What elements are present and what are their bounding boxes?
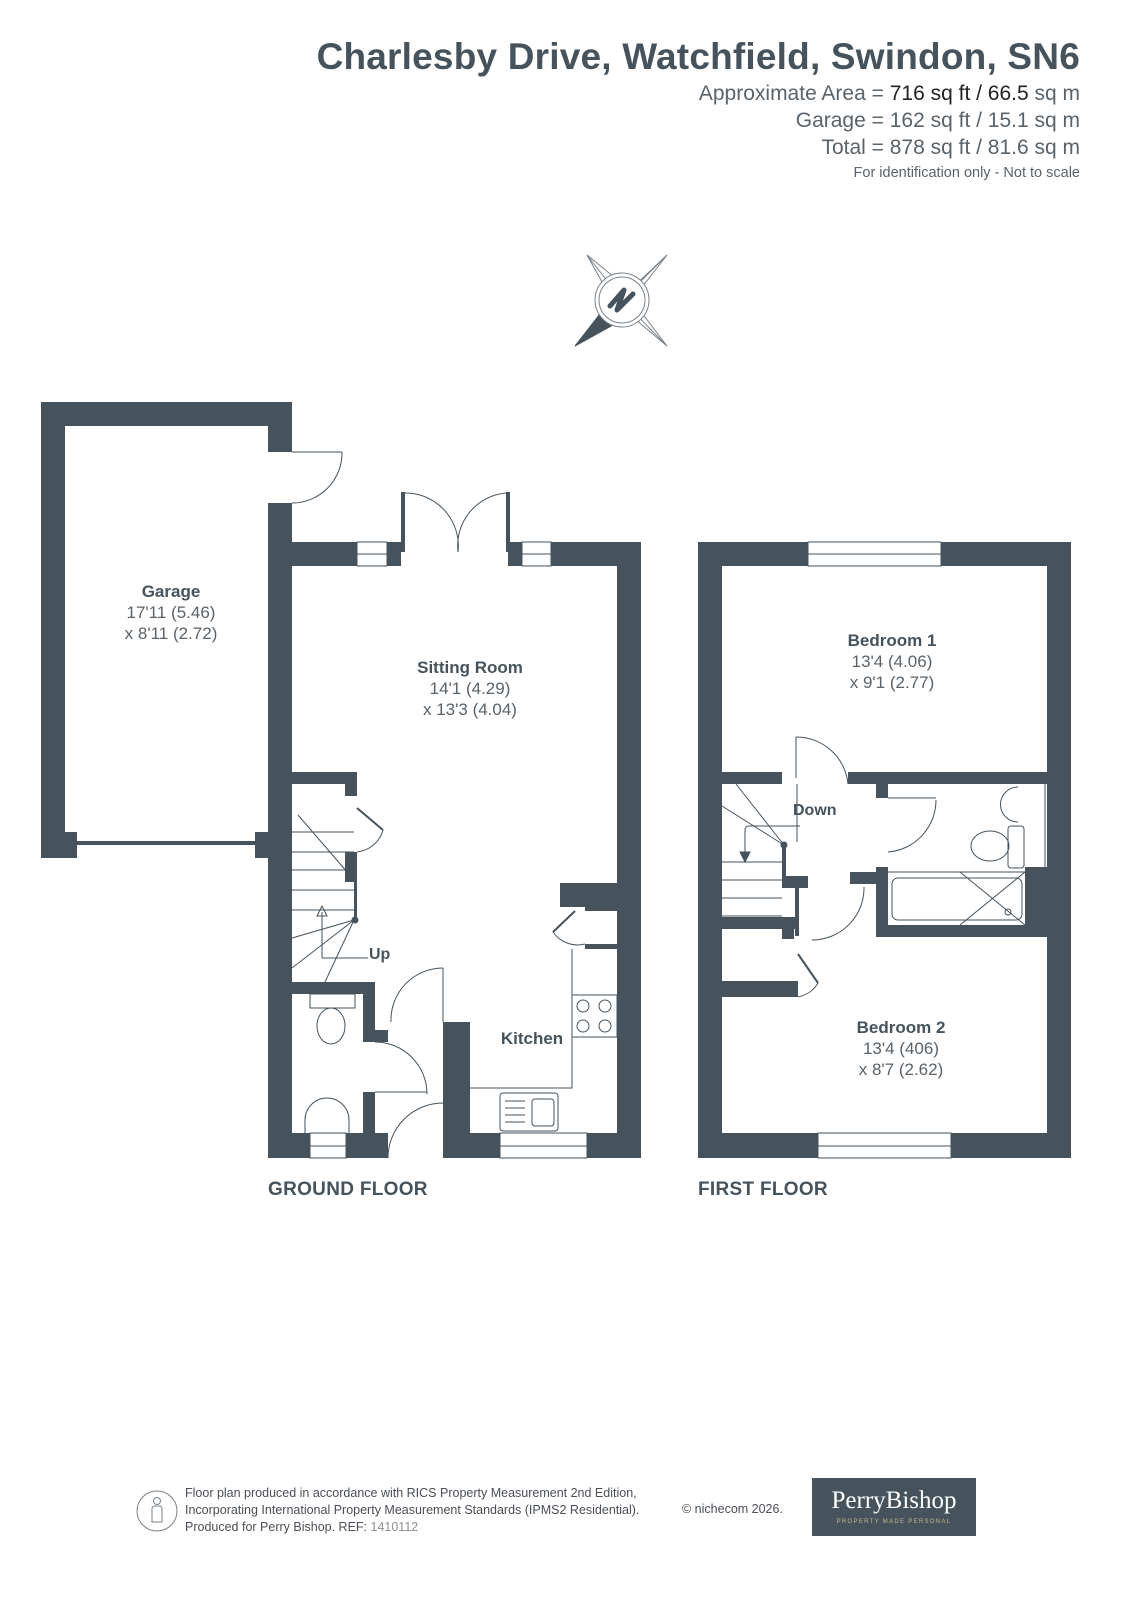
room-dim: 14'1 (4.29) — [429, 679, 511, 698]
garage-area: Garage = 162 sq ft / 15.1 sq m — [795, 109, 1080, 132]
perry-bishop-logo: PerryBishop PROPERTY MADE PERSONAL — [812, 1478, 976, 1536]
room-label-garage: Garage 17'11 (5.46) x 8'11 (2.72) — [125, 581, 218, 644]
room-name: Sitting Room — [417, 658, 523, 677]
room-label-bedroom-2: Bedroom 2 13'4 (406) x 8'7 (2.62) — [857, 1017, 946, 1080]
room-dim: x 8'11 (2.72) — [124, 624, 218, 643]
room-name: Bedroom 2 — [856, 1018, 946, 1037]
logo-name: PerryBishop — [831, 1487, 957, 1514]
room-dim: 17'11 (5.46) — [126, 603, 216, 622]
room-dim: x 9'1 (2.77) — [849, 673, 935, 692]
first-floor-walls — [698, 542, 1071, 1158]
reference-number: 1410112 — [370, 1520, 419, 1534]
footer-text: Floor plan produced in accordance with R… — [185, 1485, 639, 1536]
room-dim: 13'4 (406) — [862, 1039, 940, 1058]
person-icon — [136, 1490, 178, 1531]
room-name: Kitchen — [500, 1029, 564, 1048]
ground-floor-walls — [41, 402, 641, 1158]
total-area: Total = 878 sq ft / 81.6 sq m — [821, 136, 1080, 159]
ground-floor-label: GROUND FLOOR — [268, 1179, 428, 1200]
logo-tagline: PROPERTY MADE PERSONAL — [836, 1519, 952, 1525]
first-floor-label: FIRST FLOOR — [698, 1179, 828, 1200]
approx-area-value: 716 sq ft / 66.5 — [889, 82, 1029, 105]
copyright: © nichecom 2026. — [682, 1502, 783, 1516]
footer-produced-for: Produced for Perry Bishop. REF: — [185, 1520, 371, 1534]
first-floor-fixtures — [721, 541, 1046, 1159]
approx-area: Approximate Area = 716 sq ft / 66.5 sq m — [317, 80, 1080, 107]
footer: Floor plan produced in accordance with R… — [135, 1485, 639, 1536]
stairs-down-label: Down — [793, 802, 837, 819]
room-name: Garage — [141, 582, 201, 601]
room-label-sitting-room: Sitting Room 14'1 (4.29) x 13'3 (4.04) — [417, 657, 523, 720]
approx-area-label: Approximate Area = — [698, 82, 890, 105]
header: Charlesby Drive, Watchfield, Swindon, SN… — [317, 34, 1080, 181]
scale-note: For identification only - Not to scale — [853, 165, 1080, 181]
north-compass-icon — [574, 254, 668, 347]
room-label-kitchen: Kitchen — [501, 1028, 563, 1049]
footer-line-1: Floor plan produced in accordance with R… — [185, 1486, 637, 1500]
room-label-bedroom-1: Bedroom 1 13'4 (4.06) x 9'1 (2.77) — [848, 630, 937, 693]
page-title: Charlesby Drive, Watchfield, Swindon, SN… — [316, 36, 1080, 77]
stairs-up-label: Up — [369, 946, 391, 963]
room-dim: 13'4 (4.06) — [851, 652, 933, 671]
room-dim: x 13'3 (4.04) — [423, 700, 517, 719]
room-name: Bedroom 1 — [847, 631, 937, 650]
footer-line-2: Incorporating International Property Mea… — [185, 1503, 640, 1517]
room-dim: x 8'7 (2.62) — [858, 1060, 944, 1079]
approx-area-unit: sq m — [1028, 82, 1080, 105]
ground-floor-fixtures — [291, 451, 618, 1159]
footer-line-3: Produced for Perry Bishop. REF: 1410112 — [185, 1519, 639, 1536]
